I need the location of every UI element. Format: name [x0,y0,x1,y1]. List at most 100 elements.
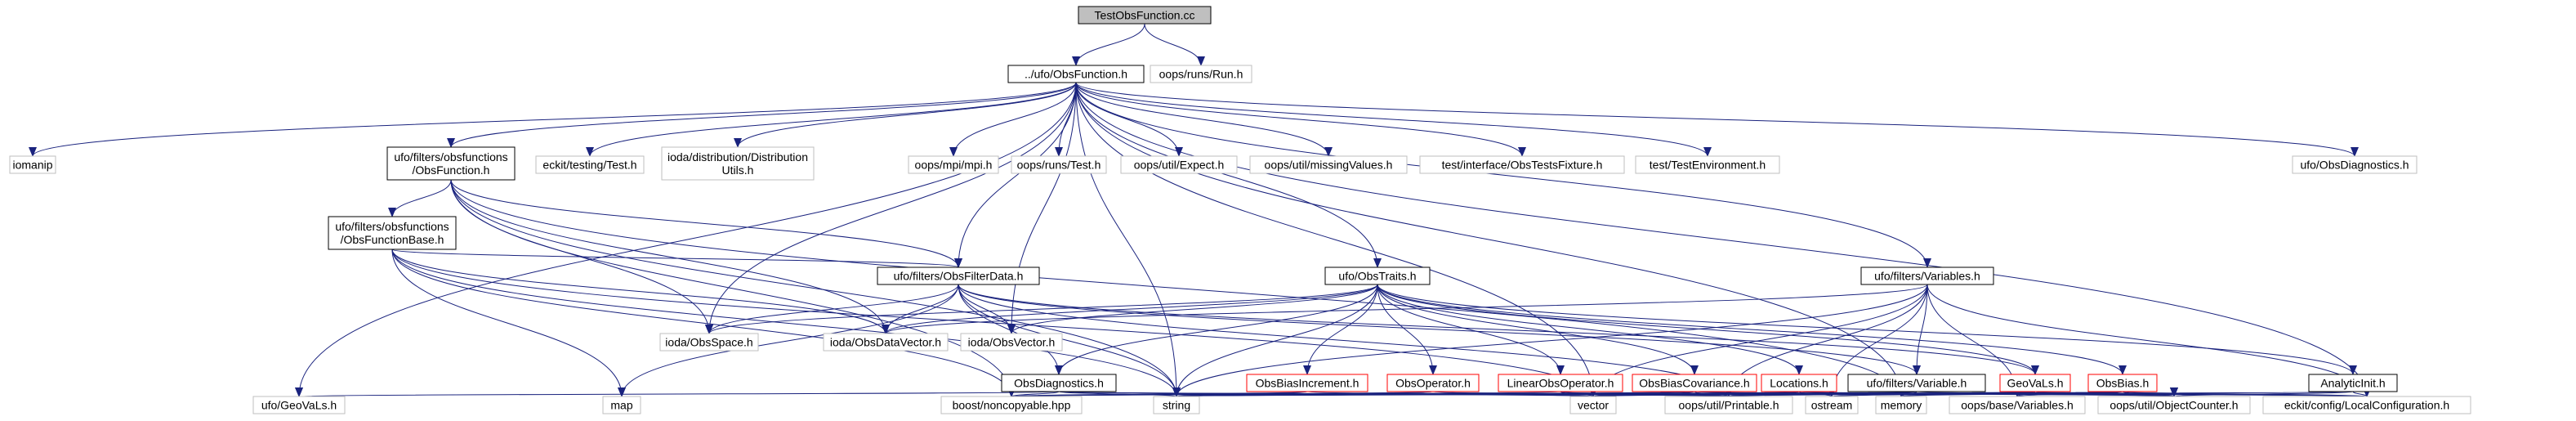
node-box [252,396,346,414]
edge-obstraits-to-linearobsoperator [1377,284,1565,375]
edge-root-to-obsfunction [1072,23,1145,66]
edge-analyticinit-to-string [1176,386,2354,397]
node-ufo-obsfunctions-obsfunction[interactable]: ufo/filters/obsfunctions/ObsFunction.h [386,146,516,181]
edge-analyticinit-to-localconfig [2352,387,2371,397]
node-label: map [610,399,632,412]
node-localconfig: eckit/config/LocalConfiguration.h [2262,396,2471,414]
node-box [1324,266,1431,285]
node-obsfunctionbase[interactable]: ufo/filters/obsfunctions/ObsFunctionBase… [328,216,457,250]
edge-obsfilterdata-to-obsspace [705,284,959,334]
edge-variables-to-filters_variable [1913,284,1928,375]
edge-obsfunction-to-oops_mpi [949,82,1077,157]
node-obsdiagnostics[interactable]: ObsDiagnostics.h [1001,374,1117,392]
node-label: memory [1881,399,1922,412]
node-box [1664,396,1793,414]
edge-obsfunction-to-ioda_distribution [734,82,1077,148]
node-box [1761,374,1837,392]
node-linearobsoperator[interactable]: LinearObsOperator.h [1498,374,1623,392]
node-label: ufo/ObsDiagnostics.h [2300,159,2409,172]
node-base-variables: oops/base/Variables.h [1949,396,2086,414]
node-obsoperator[interactable]: ObsOperator.h [1386,374,1480,392]
node-box [2087,374,2158,392]
node-label: oops/runs/Run.h [1159,68,1243,81]
node-box [1001,374,1117,392]
node-box [2308,374,2398,392]
edge-obstraits-to-obsbias [1377,284,2127,375]
edge-obstraits-to-obsbiascovariance [1377,284,1699,375]
node-box [386,146,516,181]
node-obsbiascovariance[interactable]: ObsBiasCovariance.h [1632,374,1757,392]
node-locations[interactable]: Locations.h [1761,374,1837,392]
node-obsdiag-top: ufo/ObsDiagnostics.h [2292,155,2418,174]
node-box [1386,374,1480,392]
edge-obstraits-to-obsdiagnostics [1055,284,1378,375]
edge-ufo_obsfunctions_obsfunction-to-memory [450,179,1905,397]
node-box [1498,374,1623,392]
node-root[interactable]: TestObsFunction.cc [1078,6,1212,25]
edge-obsfunctionbase-to-obsdatavector [391,249,890,334]
node-geovals[interactable]: GeoVaLs.h [1999,374,2071,392]
node-label: TestObsFunction.cc [1095,9,1195,22]
node-label: iomanip [12,159,52,172]
node-vector: vector [1569,396,1617,414]
node-label: oops/base/Variables.h [1961,399,2074,412]
node-box [535,155,645,174]
node-label: ostream [1811,399,1853,412]
node-box [1120,155,1238,174]
node-map: map [602,396,641,414]
node-label: Locations.h [1770,377,1828,390]
node-box [960,333,1063,352]
node-box [328,216,457,250]
edge-obsbiasincrement-to-noncopyable [1008,387,1308,397]
edge-obstraits-to-obsbiasincrement [1303,284,1378,375]
node-box [1860,266,1994,285]
edge-obsfunction-to-memory [1075,82,1905,397]
node-memory: memory [1875,396,1927,414]
node-box [940,396,1083,414]
edge-obsfilterdata-to-geovals [958,284,2039,375]
node-obsbias[interactable]: ObsBias.h [2087,374,2158,392]
edge-obsfunction-to-variables [1075,82,1931,268]
node-variables[interactable]: ufo/filters/Variables.h [1860,266,1994,285]
edge-obsfunction-to-vector [1075,82,1597,397]
node-oops-mpi: oops/mpi/mpi.h [908,155,999,174]
node-box [823,333,949,352]
node-obsbiasincrement[interactable]: ObsBiasIncrement.h [1246,374,1368,392]
node-box [1875,396,1927,414]
node-filters-variable[interactable]: ufo/filters/Variable.h [1847,374,1986,392]
node-obsfunction[interactable]: ../ufo/ObsFunction.h [1007,65,1145,83]
edge-obstraits-to-obsoperator [1377,284,1437,375]
node-label: ioda/ObsSpace.h [665,336,752,349]
node-label: ufo/filters/ObsFilterData.h [894,270,1024,283]
node-label: boost/noncopyable.hpp [953,399,1071,412]
node-box [1805,396,1859,414]
node-obsfilterdata[interactable]: ufo/filters/ObsFilterData.h [877,266,1040,285]
edge-obsfunction-to-obsdiag_top [1075,82,2359,157]
edge-obsfilterdata-to-obsvector [958,284,1016,334]
node-box [1632,374,1757,392]
node-label: oops/util/Expect.h [1134,159,1225,172]
edge-obsfilterdata-to-string [958,284,1181,397]
node-string: string [1153,396,1200,414]
node-label: eckit/testing/Test.h [542,159,636,172]
edge-obsfunction-to-testenv [1075,82,1712,157]
node-ufo-geovals: ufo/GeoVaLs.h [252,396,346,414]
node-analyticinit[interactable]: AnalyticInit.h [2308,374,2398,392]
node-box [661,146,815,181]
node-label: ObsBiasCovariance.h [1639,377,1749,390]
node-oops-missing: oops/util/missingValues.h [1249,155,1408,174]
edge-obsfunction-to-string [1075,82,1181,397]
edge-obsfunction-to-obstraits [1075,82,1382,268]
edge-obsdiagnostics-to-ufo_geovals [297,387,1060,397]
node-box [2097,396,2251,414]
node-run: oops/runs/Run.h [1150,65,1252,83]
edge-obsfunction-to-obsspace [705,82,1077,334]
node-box [1949,396,2086,414]
node-label: AnalyticInit.h [2320,377,2385,390]
edge-obsfunction-to-ufo_geovals [295,82,1077,397]
edge-analyticinit-to-objectcounter [2170,387,2354,397]
edge-obsfunction-to-eckit_test [586,82,1077,157]
node-obstraits[interactable]: ufo/ObsTraits.h [1324,266,1431,285]
node-box [659,333,759,352]
